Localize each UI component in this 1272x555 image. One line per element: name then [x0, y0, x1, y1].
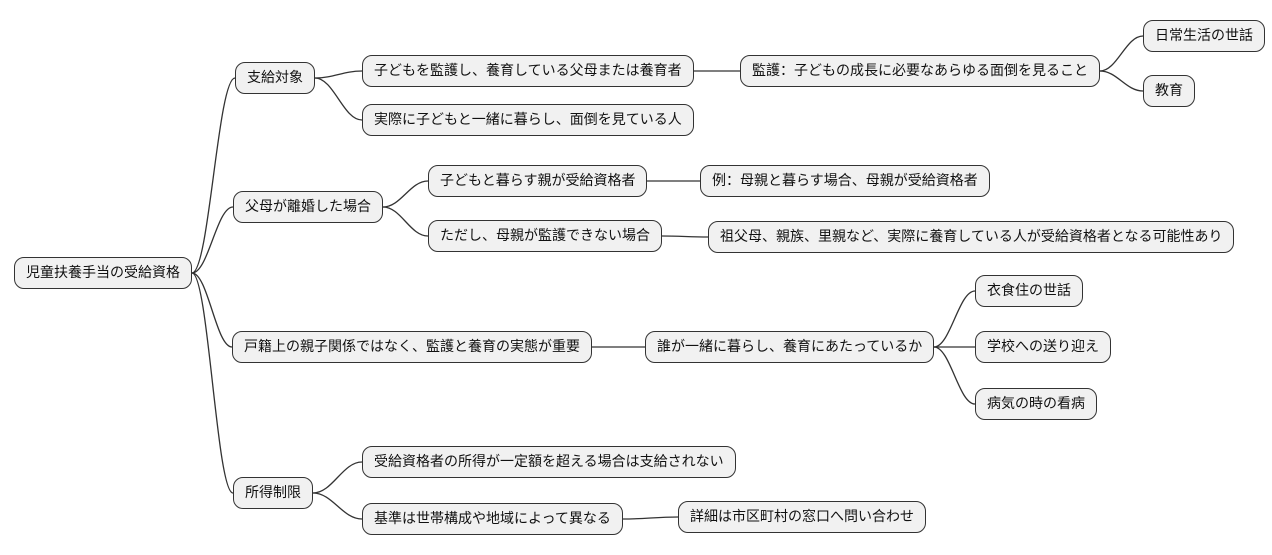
node-custody-definition: 監護：子どもの成長に必要なあらゆる面倒を見ること — [740, 55, 1100, 87]
node-actual-caregiver: 実際に子どもと一緒に暮らし、面倒を見ている人 — [362, 104, 694, 136]
node-who-provides-care: 誰が一緒に暮らし、養育にあたっているか — [645, 331, 935, 363]
node-actual-care-matters: 戸籍上の親子関係ではなく、監護と養育の実態が重要 — [232, 331, 592, 363]
node-school-transport: 学校への送り迎え — [975, 331, 1111, 363]
node-custodial-parent-eligible: 子どもと暮らす親が受給資格者 — [428, 165, 648, 197]
node-food-clothing-shelter: 衣食住の世話 — [975, 275, 1083, 307]
node-mother-example: 例：母親と暮らす場合、母親が受給資格者 — [700, 165, 990, 197]
node-income-threshold: 受給資格者の所得が一定額を超える場合は支給されない — [362, 446, 736, 478]
node-root-eligibility: 児童扶養手当の受給資格 — [14, 257, 192, 289]
node-criteria-vary: 基準は世帯構成や地域によって異なる — [362, 503, 623, 535]
node-relatives-may-be-eligible: 祖父母、親族、里親など、実際に養育している人が受給資格者となる可能性あり — [708, 221, 1235, 253]
node-education: 教育 — [1143, 75, 1195, 107]
node-sick-care: 病気の時の看病 — [975, 388, 1097, 420]
node-parents-or-guardians: 子どもを監護し、養育している父母または養育者 — [362, 55, 694, 87]
node-divorce-case: 父母が離婚した場合 — [233, 191, 383, 223]
node-income-limit: 所得制限 — [233, 477, 313, 509]
node-recipients: 支給対象 — [235, 62, 315, 94]
node-daily-life-care: 日常生活の世話 — [1143, 20, 1265, 52]
node-contact-municipality: 詳細は市区町村の窓口へ問い合わせ — [678, 501, 926, 533]
node-mother-cannot-care: ただし、母親が監護できない場合 — [428, 220, 662, 252]
